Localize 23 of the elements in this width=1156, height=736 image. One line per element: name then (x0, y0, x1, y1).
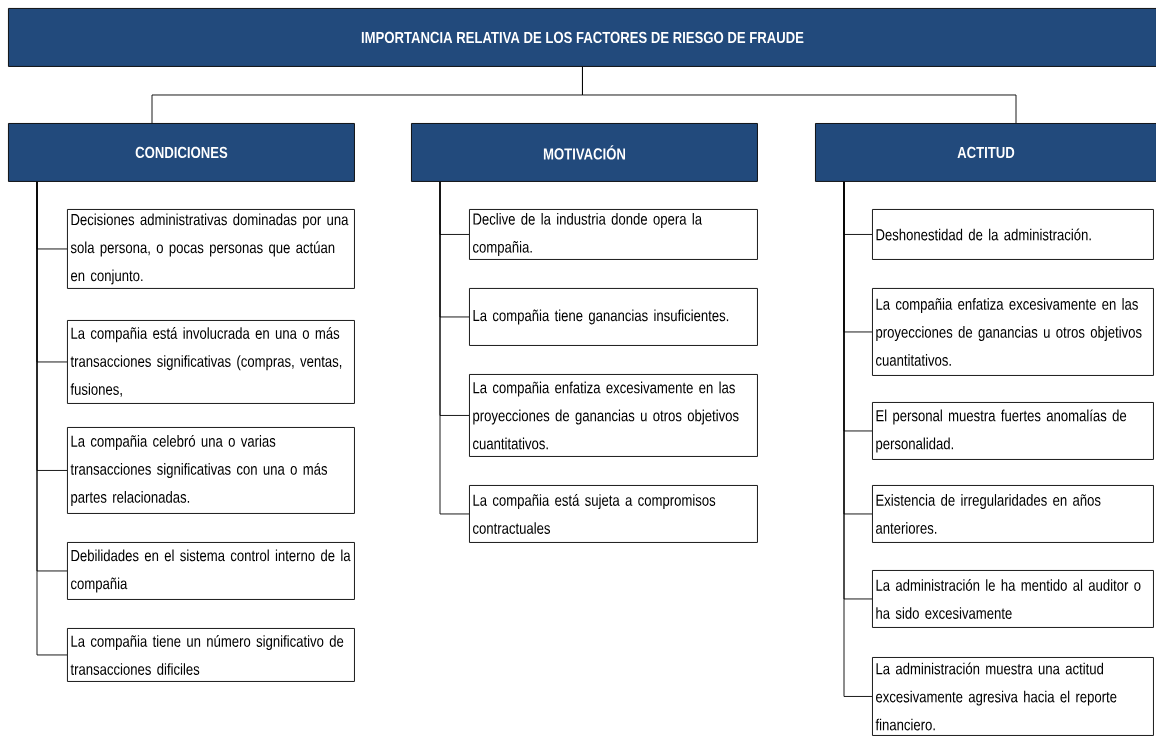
factor-box: Deshonestidad de la administración. (872, 209, 1154, 260)
category-box: CONDICIONES (8, 123, 355, 182)
factor-box: La compañia tiene ganancias insuficientes. (469, 288, 758, 346)
connector-line (843, 181, 873, 697)
title-box: IMPORTANCIA RELATIVA DE LOS FACTORES DE RIESGO DE FRAUDE (8, 8, 1156, 67)
factor-box: La compañia está sujeta a compromisos contractuales (469, 485, 758, 543)
branch-line (582, 66, 1017, 124)
factor-box: La compañia celebró una o varias transacciones significativas con una o más partes relacionadas. (67, 427, 355, 514)
category-box: ACTITUD (815, 123, 1156, 182)
factor-box: El personal muestra fuertes anomalías de personalidad. (872, 402, 1154, 460)
factor-box: Declive de la industria donde opera la compañia. (469, 209, 758, 260)
factor-box: Existencia de irregularidades en años anteriores. (872, 485, 1154, 543)
factor-box: La administración le ha mentido al auditor o ha sido excesivamente (872, 570, 1154, 628)
factor-box: La compañia enfatiza excesivamente en las proyecciones de ganancias u otros objetivos cuantitativos. (872, 288, 1154, 376)
connector-line (36, 181, 68, 656)
factor-box: La compañia tiene un número significativo de transacciones dificiles (67, 628, 355, 682)
factor-box: La administración muestra una actitud excesivamente agresiva hacia el reporte financiero. (872, 657, 1154, 736)
factor-box: Debilidades en el sistema control interno de la compañia (67, 542, 355, 600)
factor-box: Decisiones administrativas dominadas por una sola persona, o pocas personas que actúan en conjunto. (67, 209, 355, 289)
factor-box: La compañia enfatiza excesivamente en las proyecciones de ganancias u otros objetivos cuantitativos. (469, 374, 758, 457)
connector-line (439, 181, 470, 515)
factor-box: La compañia está involucrada en una o más transacciones significativas (compras, ventas, fusiones, (67, 320, 355, 404)
category-box: MOTIVACIÓN (411, 123, 758, 182)
